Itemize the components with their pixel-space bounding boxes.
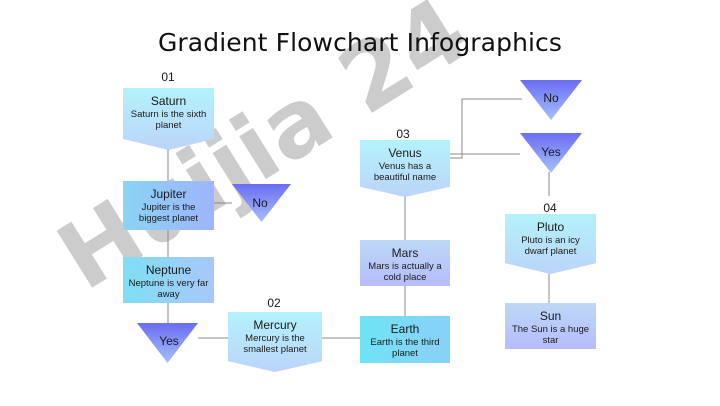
node-desc: Earth is the third planet [370,337,440,359]
node-sun[interactable]: Sun The Sun is a huge star [505,303,596,349]
node-title: Venus [388,146,422,160]
step-number-02: 02 [267,296,281,310]
node-desc: The Sun is a huge star [511,324,590,346]
decision-no-left-label: No [252,196,268,210]
node-earth[interactable]: Earth Earth is the third planet [360,316,450,363]
step-number-04: 04 [543,201,557,215]
step-number-03: 03 [396,127,410,141]
node-title: Saturn [150,94,187,108]
node-desc: Venus has a beautiful name [373,161,437,183]
step-number-01: 01 [161,70,175,84]
node-title: Neptune [145,263,192,277]
node-desc: Neptune is very far away [128,278,209,300]
node-venus[interactable]: Venus Venus has a beautiful name [360,140,450,197]
node-mercury[interactable]: Mercury Mercury is the smallest planet [228,312,322,372]
node-title: Jupiter [150,187,187,201]
node-desc: Jupiter is the biggest planet [138,202,199,224]
node-desc: Pluto is an icy dwarf planet [521,235,580,257]
node-pluto[interactable]: Pluto Pluto is an icy dwarf planet [505,214,596,274]
decision-yes-left-label: Yes [159,334,179,348]
node-desc: Mercury is the smallest planet [243,333,307,355]
page-title: Gradient Flowchart Infographics [157,28,563,57]
decision-yes-right-label: Yes [541,145,561,159]
node-jupiter[interactable]: Jupiter Jupiter is the biggest planet [123,181,214,230]
node-title: Sun [539,309,562,323]
node-title: Earth [390,322,420,336]
node-title: Pluto [536,220,565,234]
node-neptune[interactable]: Neptune Neptune is very far away [123,257,214,303]
decision-no-right-label: No [543,91,559,105]
node-desc: Mars is actually a cold place [368,261,442,283]
connector-venus-no [450,98,522,159]
node-mars[interactable]: Mars Mars is actually a cold place [360,240,450,286]
node-title: Mars [391,246,419,260]
node-title: Mercury [253,318,297,332]
node-desc: Saturn is the sixth planet [130,109,207,131]
node-saturn[interactable]: Saturn Saturn is the sixth planet [123,88,214,150]
